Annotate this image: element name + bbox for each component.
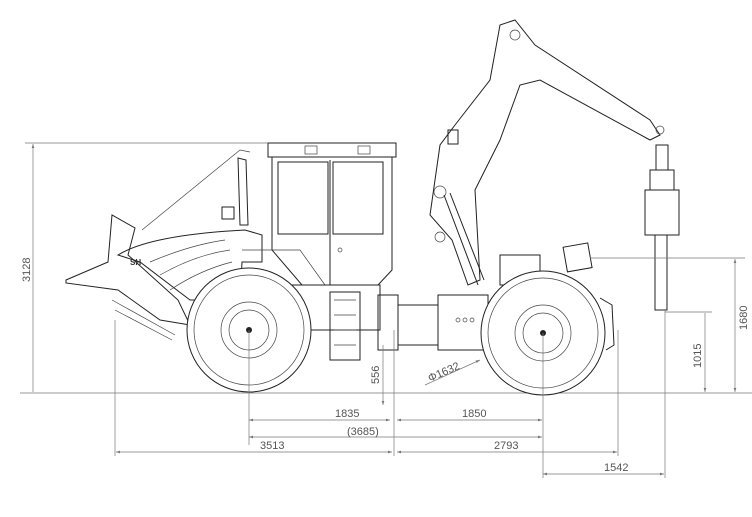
dim-label-556: 556 [370,366,382,384]
front-fender [599,297,615,351]
dim-label-1835: 1835 [335,408,359,420]
dim-label-1680: 1680 [738,306,750,330]
extension-lines [25,142,745,478]
dim-line-1632 [424,359,481,386]
dim-label-3513: 3513 [260,440,284,452]
cab [242,142,397,286]
control-box [562,242,593,273]
dim-label-2793: 2793 [494,440,518,452]
dim-label-3128: 3128 [21,258,33,282]
dim-label-3685: (3685) [347,426,379,438]
dozer-blade [65,214,191,341]
dim-label-1542: 1542 [604,462,628,474]
dim-label-1015: 1015 [692,344,704,368]
dim-label-1850: 1850 [462,408,486,420]
logo-text: SH [130,258,141,267]
crane [429,19,665,286]
grapple [644,144,680,311]
dim-label-1632: Φ1632 [426,360,461,384]
